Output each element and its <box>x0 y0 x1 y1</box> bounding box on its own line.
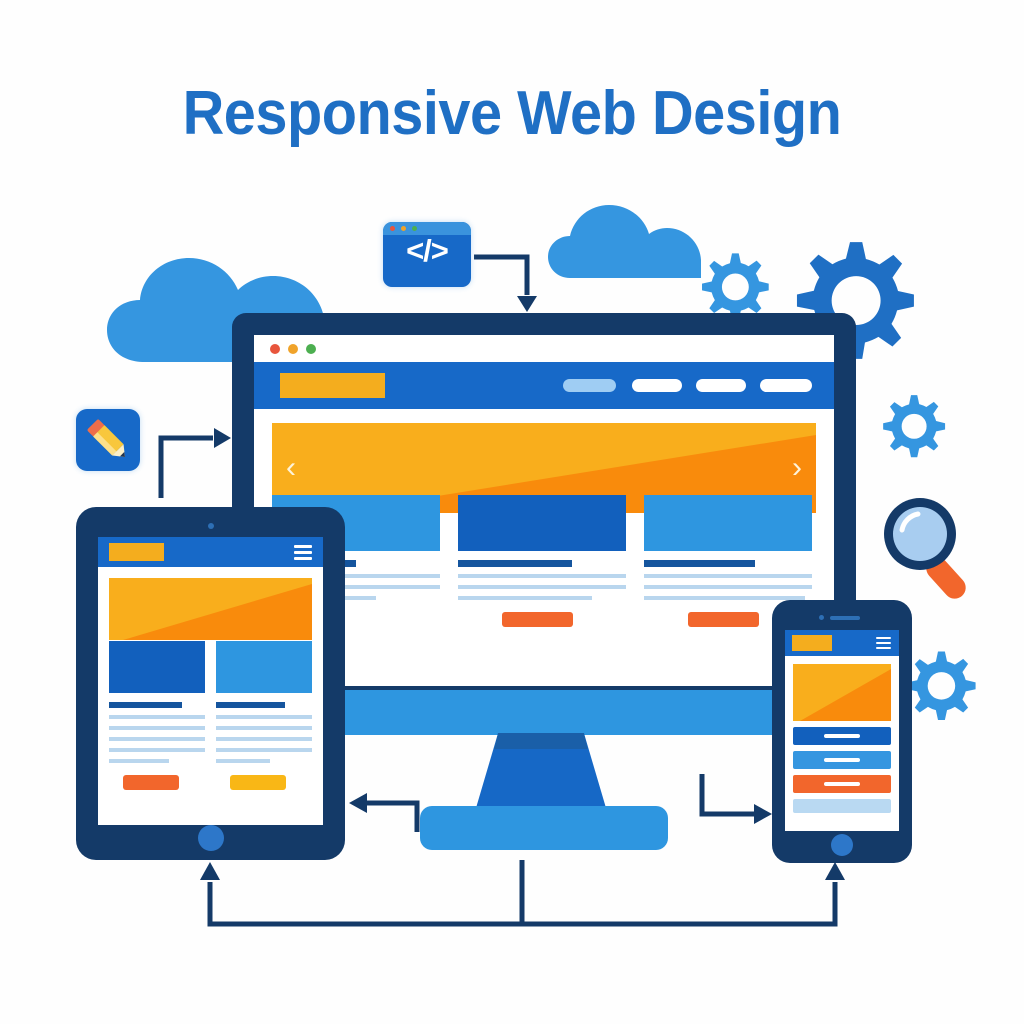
page-title: Responsive Web Design <box>182 79 842 148</box>
gear-small-mid-icon <box>883 395 946 458</box>
card-text-line <box>272 574 440 578</box>
card-text-line <box>216 748 312 752</box>
code-dot-1-icon <box>390 226 395 231</box>
phone-list-item[interactable] <box>793 751 891 769</box>
card-text-line <box>644 596 806 600</box>
phone-speaker-icon <box>830 616 860 620</box>
pencil-glyph <box>87 419 125 457</box>
card-text-line <box>644 574 812 578</box>
code-icon-titlebar <box>383 222 471 235</box>
browser-dot-close-icon[interactable] <box>270 344 280 354</box>
card-button[interactable] <box>230 775 286 790</box>
card-text-line <box>109 737 205 741</box>
gear-small-right-icon <box>907 651 976 720</box>
card-thumbnail <box>644 495 812 551</box>
card-text-line <box>109 715 205 719</box>
code-icon[interactable]: </> <box>383 222 471 287</box>
card-text-line <box>109 726 205 730</box>
phone-camera-icon <box>819 615 824 620</box>
card-headline <box>216 702 286 708</box>
nav-item-1[interactable] <box>563 379 616 392</box>
card-thumbnail <box>216 641 312 693</box>
site-logo[interactable] <box>280 373 385 398</box>
phone-navbar <box>785 630 899 656</box>
card-button[interactable] <box>688 612 759 627</box>
phone-list-item[interactable] <box>793 727 891 745</box>
code-glyph: </> <box>406 233 449 268</box>
card-text-line <box>216 715 312 719</box>
tablet-logo[interactable] <box>109 543 164 561</box>
card-thumbnail <box>109 641 205 693</box>
nav-item-4[interactable] <box>760 379 812 392</box>
monitor-screen: ‹ › <box>254 335 834 686</box>
arrow-code-to-monitor <box>474 254 537 312</box>
carousel-prev-icon[interactable]: ‹ <box>286 451 296 484</box>
card-text-line <box>216 726 312 730</box>
hamburger-menu-icon[interactable] <box>294 545 312 563</box>
cloud-top <box>548 205 701 278</box>
tablet-hero[interactable] <box>109 578 312 640</box>
tablet-screen <box>98 537 323 825</box>
card-headline <box>109 702 182 708</box>
phone-list-item[interactable] <box>793 775 891 793</box>
pencil-icon[interactable] <box>76 409 140 471</box>
tablet-navbar <box>98 537 323 567</box>
card-3[interactable] <box>644 495 812 627</box>
browser-dot-minimize-icon[interactable] <box>288 344 298 354</box>
phone-hero[interactable] <box>793 664 891 721</box>
tablet-card-1[interactable] <box>109 641 205 790</box>
card-thumbnail <box>458 495 626 551</box>
tablet-home-button[interactable] <box>197 825 224 851</box>
arrow-monitor-to-tablet <box>349 793 420 832</box>
phone-device[interactable] <box>772 600 912 863</box>
browser-chrome-bar <box>254 335 834 362</box>
code-dot-3-icon <box>412 226 417 231</box>
tablet-camera-icon <box>207 523 214 529</box>
nav-item-2[interactable] <box>632 379 682 392</box>
phone-list-item-footer[interactable] <box>793 799 891 813</box>
card-text-line <box>216 737 312 741</box>
phone-list-item-label <box>824 758 860 762</box>
card-headline <box>458 560 573 567</box>
carousel-next-icon[interactable]: › <box>792 451 802 484</box>
nav-item-3[interactable] <box>696 379 746 392</box>
card-text-line <box>644 585 812 589</box>
card-2[interactable] <box>458 495 626 627</box>
tablet-card-grid <box>109 641 312 790</box>
card-text-line <box>272 585 440 589</box>
phone-list-item-label <box>824 782 860 786</box>
arrow-monitor-to-phone <box>699 774 772 824</box>
arrow-bottom-bracket <box>200 860 845 927</box>
card-text-line <box>458 585 626 589</box>
card-grid <box>272 495 816 627</box>
monitor-chin <box>253 690 835 735</box>
phone-logo[interactable] <box>792 635 832 651</box>
card-headline <box>644 560 755 567</box>
phone-screen <box>785 630 899 831</box>
browser-dot-maximize-icon[interactable] <box>306 344 316 354</box>
tablet-device[interactable] <box>76 507 345 860</box>
card-text-line <box>216 759 270 763</box>
card-button[interactable] <box>502 612 573 627</box>
card-text-line <box>458 596 593 600</box>
card-text-line <box>109 748 205 752</box>
card-text-line <box>109 759 169 763</box>
arrow-pencil-to-monitor <box>158 428 231 498</box>
hamburger-menu-icon[interactable] <box>876 637 891 652</box>
card-button[interactable] <box>123 775 179 790</box>
monitor-stand-base <box>420 806 668 850</box>
site-navbar <box>254 362 834 409</box>
tablet-card-2[interactable] <box>216 641 312 790</box>
code-dot-2-icon <box>401 226 406 231</box>
magnifier-icon[interactable] <box>878 492 978 612</box>
phone-list-item-label <box>824 734 860 738</box>
monitor-stand-neck-top <box>494 733 588 749</box>
phone-home-button[interactable] <box>831 834 853 856</box>
card-text-line <box>458 574 626 578</box>
gear-small-top-icon <box>702 253 769 321</box>
